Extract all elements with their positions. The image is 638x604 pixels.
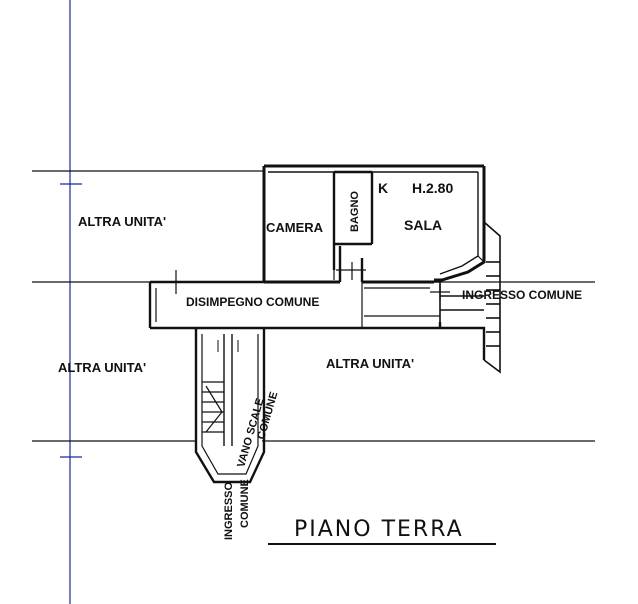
label-camera: CAMERA xyxy=(266,220,324,235)
label-height-note: H.2.80 xyxy=(412,180,453,196)
entrance-steps xyxy=(440,221,501,374)
section-marks xyxy=(175,262,450,300)
label-ingresso-comune-bottom-2: COMUNE xyxy=(239,479,251,528)
label-disimpegno-comune: DISIMPEGNO COMUNE xyxy=(186,295,319,309)
label-bagno: BAGNO xyxy=(349,191,361,232)
corridor-walls xyxy=(148,280,442,330)
label-altra-unita-top-left: ALTRA UNITA' xyxy=(78,214,166,229)
margin-line xyxy=(60,0,82,604)
staircase xyxy=(194,328,266,484)
label-k-mark: K xyxy=(378,180,388,196)
label-altra-unita-mid-left: ALTRA UNITA' xyxy=(58,360,146,375)
label-ingresso-comune-bottom-1: INGRESSO xyxy=(223,481,235,540)
reference-lines xyxy=(32,170,595,442)
altra-unita-center-walls xyxy=(440,326,486,360)
internal-walls xyxy=(332,170,374,282)
label-ingresso-comune-right: INGRESSO COMUNE xyxy=(462,288,582,302)
label-sala: SALA xyxy=(404,217,442,233)
plan-title: PIANO TERRA xyxy=(294,517,464,542)
label-altra-unita-center: ALTRA UNITA' xyxy=(326,356,414,371)
